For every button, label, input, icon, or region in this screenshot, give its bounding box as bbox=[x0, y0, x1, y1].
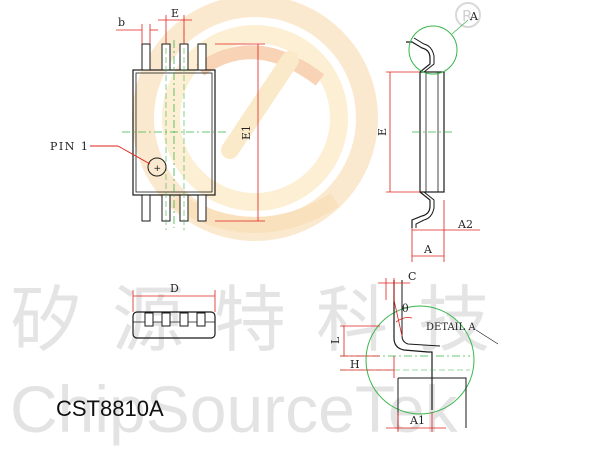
dim-label-c: C bbox=[408, 270, 416, 283]
end-view bbox=[132, 311, 216, 339]
pin1-dot-icon bbox=[147, 157, 167, 177]
bottom-lead bbox=[161, 194, 171, 222]
watermark-chinese: 矽源特科技 bbox=[10, 278, 520, 362]
top-lead bbox=[197, 43, 207, 71]
bottom-lead bbox=[197, 194, 207, 222]
detail-lead-outline bbox=[393, 280, 433, 410]
detail-a-circle-top bbox=[408, 25, 458, 75]
dim-label-b: b bbox=[118, 16, 125, 29]
dim-label-e-body: E bbox=[376, 128, 389, 136]
svg-text:+: + bbox=[154, 164, 162, 174]
side-view: A bbox=[406, 10, 479, 228]
dim-label-a: A bbox=[423, 243, 433, 256]
dimension-b: b bbox=[116, 16, 158, 44]
registered-mark-text: R bbox=[462, 7, 472, 25]
side-view-top-lead bbox=[406, 41, 431, 73]
dim-label-a2: A2 bbox=[457, 218, 473, 231]
end-view-lead bbox=[179, 312, 189, 327]
end-view-body bbox=[132, 311, 216, 339]
dimension-l: L bbox=[329, 325, 380, 357]
dimension-e-body: E bbox=[376, 71, 420, 193]
dimension-a: A bbox=[411, 228, 445, 262]
dim-label-e-pitch: E bbox=[171, 7, 179, 20]
dim-label-d: D bbox=[170, 282, 179, 295]
logo-watermark bbox=[132, 0, 378, 241]
dim-label-theta: θ bbox=[402, 302, 409, 315]
detail-a-label: DETAIL A bbox=[426, 322, 476, 333]
detail-a-circle bbox=[365, 305, 475, 415]
pin1-leader bbox=[117, 145, 151, 165]
bottom-lead bbox=[141, 194, 151, 222]
dim-label-a1: A1 bbox=[409, 414, 425, 427]
end-view-lead bbox=[196, 312, 206, 327]
dimension-d: D bbox=[132, 282, 216, 312]
part-number-label: CST8810A bbox=[56, 396, 164, 421]
end-view-lead bbox=[144, 312, 154, 327]
top-lead bbox=[141, 43, 151, 71]
dim-label-l: L bbox=[329, 336, 342, 344]
dimension-theta: θ bbox=[393, 299, 413, 337]
watermark-english: ChipSourceTek bbox=[10, 372, 459, 446]
dimension-e1: E1 bbox=[215, 43, 265, 222]
dimension-h: H bbox=[340, 356, 395, 378]
dimension-a1: A1 bbox=[386, 412, 446, 432]
dimension-a2: A2 bbox=[412, 200, 480, 240]
dim-label-e1: E1 bbox=[240, 125, 253, 140]
top-view: + PIN 1 bbox=[50, 30, 226, 230]
side-view-bottom-lead bbox=[411, 191, 431, 228]
pin1-label: PIN 1 bbox=[50, 140, 89, 153]
dim-label-h: H bbox=[350, 358, 360, 371]
registered-mark-icon: R bbox=[455, 2, 481, 28]
dimension-e-pitch: E bbox=[158, 7, 192, 44]
bottom-lead bbox=[179, 194, 189, 222]
end-view-lead bbox=[161, 312, 171, 327]
dimension-c: C bbox=[378, 270, 416, 300]
detail-a-callout: A bbox=[469, 10, 479, 23]
